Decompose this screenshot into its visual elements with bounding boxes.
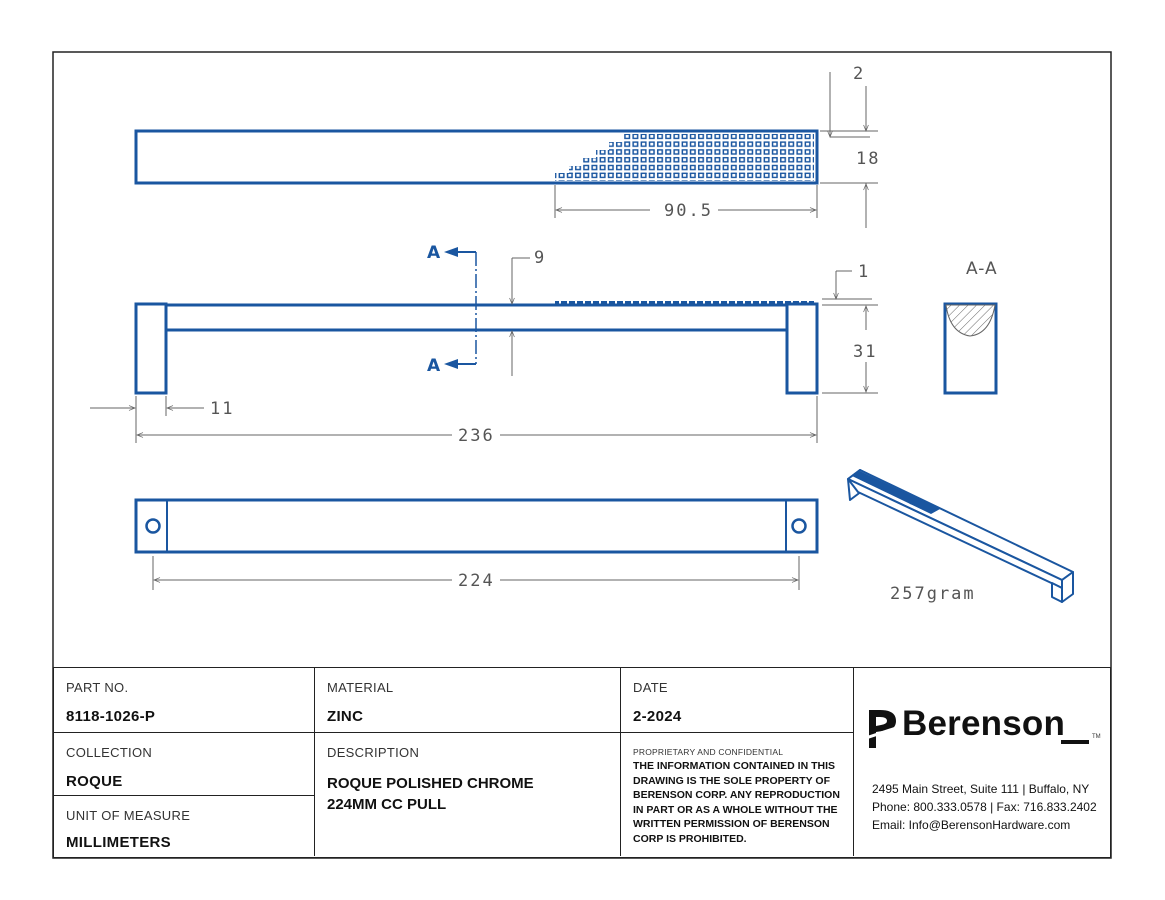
unit-label: UNIT OF MEASURE bbox=[66, 808, 191, 823]
section-mark-top: A bbox=[427, 243, 441, 263]
description-label: DESCRIPTION bbox=[327, 745, 420, 760]
description-value: ROQUE POLISHED CHROME 224MM CC PULL bbox=[327, 775, 534, 813]
part-no-label: PART NO. bbox=[66, 680, 129, 695]
iso-pattern bbox=[852, 471, 940, 514]
company-phone: Phone: 800.333.0578 | Fax: 716.833.2402 bbox=[872, 800, 1097, 814]
dim-90-label: 90.5 bbox=[664, 201, 713, 221]
dim-18-label: 18 bbox=[856, 149, 880, 169]
proprietary-cell: PROPRIETARY AND CONFIDENTIAL THE INFORMA… bbox=[621, 733, 854, 856]
berenson-logo-icon bbox=[866, 710, 1089, 748]
proprietary-text: THE INFORMATION CONTAINED IN THIS DRAWIN… bbox=[633, 760, 840, 845]
isometric-view: 257gram bbox=[847, 469, 1074, 604]
mount-hole-left bbox=[145, 518, 161, 534]
section-arrow-top-head bbox=[444, 247, 458, 257]
section-view: A-A bbox=[943, 259, 998, 395]
dim-9-label: 9 bbox=[534, 248, 546, 268]
collection-value: ROQUE bbox=[66, 773, 123, 790]
unit-value: MILLIMETERS bbox=[66, 834, 171, 851]
date-value: 2-2024 bbox=[633, 708, 682, 725]
collection-label: COLLECTION bbox=[66, 745, 153, 760]
dim-224-label: 224 bbox=[458, 571, 495, 591]
company-cell: Berenson TM 2495 Main Street, Suite 111 … bbox=[854, 668, 1109, 856]
top-view-pattern bbox=[555, 134, 814, 181]
date-cell: DATE 2-2024 bbox=[621, 668, 854, 733]
company-email: Email: Info@BerensonHardware.com bbox=[872, 818, 1071, 832]
bottom-view-body bbox=[134, 498, 819, 554]
mount-hole-right bbox=[791, 518, 807, 534]
weight-label: 257gram bbox=[890, 584, 976, 604]
top-view: 2 18 90.5 bbox=[134, 64, 880, 228]
material-label: MATERIAL bbox=[327, 680, 394, 695]
dim-31-label: 31 bbox=[853, 342, 877, 362]
dim-236-label: 236 bbox=[458, 426, 495, 446]
section-mark-bottom: A bbox=[427, 356, 441, 376]
front-right-leg bbox=[785, 302, 819, 395]
dim-1-label: 1 bbox=[858, 262, 870, 282]
section-title: A-A bbox=[966, 259, 998, 279]
company-contact: 2495 Main Street, Suite 111 | Buffalo, N… bbox=[872, 780, 1097, 834]
front-left-leg bbox=[134, 302, 168, 395]
title-block: PART NO. 8118-1026-P COLLECTION ROQUE UN… bbox=[53, 667, 1111, 858]
proprietary-heading: PROPRIETARY AND CONFIDENTIAL bbox=[633, 747, 784, 757]
date-label: DATE bbox=[633, 680, 668, 695]
description-cell: DESCRIPTION ROQUE POLISHED CHROME 224MM … bbox=[315, 733, 621, 856]
material-value: ZINC bbox=[327, 708, 364, 725]
trademark-mark: TM bbox=[1092, 734, 1101, 740]
material-cell: MATERIAL ZINC bbox=[315, 668, 621, 733]
drawing-frame bbox=[52, 51, 1112, 859]
section-arrow-bottom-head bbox=[444, 359, 458, 369]
section-hatch bbox=[945, 304, 996, 337]
front-view: A A 9 1 31 11 236 bbox=[90, 243, 878, 446]
collection-cell: COLLECTION ROQUE bbox=[54, 733, 315, 796]
front-teeth bbox=[555, 299, 814, 305]
part-no-value: 8118-1026-P bbox=[66, 708, 156, 725]
company-address: 2495 Main Street, Suite 111 | Buffalo, N… bbox=[872, 782, 1090, 796]
dim-2-label: 2 bbox=[853, 64, 865, 84]
dim-11-label: 11 bbox=[210, 399, 234, 419]
iso-bar-side bbox=[847, 478, 1063, 589]
bottom-view: 224 bbox=[134, 498, 819, 591]
part-no-cell: PART NO. 8118-1026-P bbox=[54, 668, 315, 733]
company-name: Berenson bbox=[902, 704, 1066, 743]
unit-cell: UNIT OF MEASURE MILLIMETERS bbox=[54, 796, 315, 856]
